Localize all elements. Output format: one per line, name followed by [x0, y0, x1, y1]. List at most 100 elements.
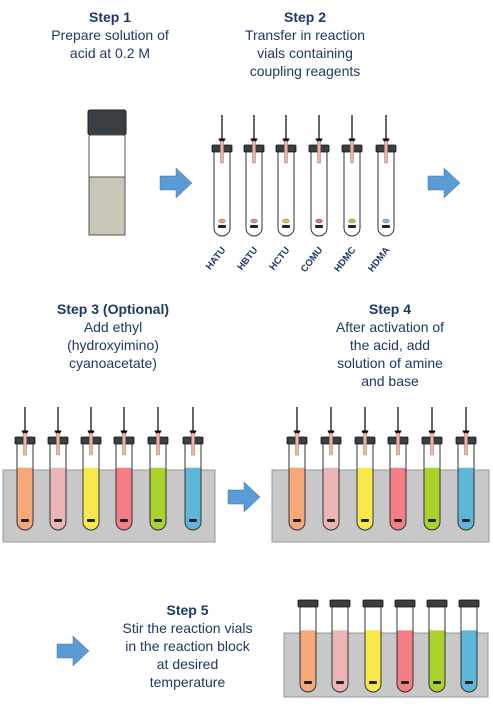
needle — [56, 432, 60, 456]
vial-step4-1 — [286, 407, 308, 531]
step-3-line-2: (hydroxyimino) — [67, 337, 159, 353]
reaction-block-step3 — [2, 469, 216, 543]
vial-solution — [357, 467, 373, 530]
step-5-line-2: in the reaction block — [125, 638, 250, 654]
vial-cap — [426, 599, 448, 608]
vial-solution — [429, 630, 445, 692]
vial-solution — [17, 467, 33, 530]
arrow-step1-to-step2 — [159, 167, 193, 199]
vial-step5-3 — [362, 599, 384, 693]
step-4-line-4: and base — [361, 373, 419, 389]
vial-solution — [397, 630, 413, 692]
vial-cap — [329, 599, 351, 608]
vial-step3-1 — [14, 407, 36, 531]
vial-outline — [299, 605, 317, 693]
vial-step2-6 — [375, 115, 397, 237]
needle — [23, 432, 27, 456]
vial-outline — [389, 442, 407, 531]
needle — [317, 140, 321, 164]
step-1-text: Step 1 Prepare solution of acid at 0.2 M — [35, 8, 185, 62]
needle — [329, 432, 333, 456]
vial-step3-3 — [80, 407, 102, 531]
vial-cap — [458, 599, 480, 608]
vial-solution — [116, 467, 132, 530]
vial-outline — [115, 442, 133, 531]
reagent-label-hctu: HCTU — [267, 245, 292, 273]
stir-bar — [54, 519, 62, 522]
reagent-solid — [250, 218, 258, 224]
vial-step2-3 — [275, 115, 297, 237]
needle — [396, 432, 400, 456]
stir-bar — [218, 225, 226, 228]
vial-glass — [277, 150, 295, 237]
vial-step4-4 — [387, 407, 409, 531]
bottle-cap — [87, 109, 127, 136]
vial-outline — [423, 442, 441, 531]
stir-bar — [428, 519, 436, 522]
vial-solution — [390, 467, 406, 530]
step-3-line-1: Add ethyl — [83, 319, 143, 335]
step-5-line-1: Stir the reaction vials — [122, 620, 253, 636]
vial-step3-2 — [47, 407, 69, 531]
vial-outline — [457, 442, 475, 531]
stir-bar — [361, 519, 369, 522]
vial-solution — [424, 467, 440, 530]
vial-step3-5 — [147, 407, 169, 531]
vial-solution — [289, 467, 305, 530]
step-2-text: Step 2 Transfer in reaction vials contai… — [225, 8, 385, 80]
needle — [350, 140, 354, 164]
step-4-line-3: solution of amine — [337, 355, 443, 371]
stir-bar — [282, 225, 290, 228]
step-2-title: Step 2 — [283, 9, 326, 25]
bottle-solution — [88, 176, 126, 236]
needle — [89, 432, 93, 456]
vial-outline — [49, 442, 67, 531]
vial-cap — [394, 599, 416, 608]
step-4-text: Step 4 After activation of the acid, add… — [310, 300, 470, 390]
stir-bar — [21, 519, 29, 522]
vial-glass — [213, 150, 231, 237]
reaction-block-step5 — [283, 632, 489, 698]
stir-bar — [348, 225, 356, 228]
reagent-solid — [218, 218, 226, 224]
stir-bar — [462, 519, 470, 522]
stir-bar — [250, 225, 258, 228]
vial-glass — [310, 150, 328, 237]
vial-outline — [331, 605, 349, 693]
step-5-text: Step 5 Stir the reaction vials in the re… — [100, 601, 275, 691]
reagent-solid — [348, 218, 356, 224]
reagent-label-hbtu: HBTU — [235, 245, 260, 273]
vial-solution — [332, 630, 348, 692]
vial-glass — [377, 150, 395, 237]
vial-solution — [150, 467, 166, 530]
arrow-step4-to-step5 — [56, 635, 90, 667]
step-4-line-1: After activation of — [335, 319, 445, 335]
stir-bar — [315, 225, 323, 228]
acid-solution-bottle — [87, 109, 127, 236]
step-2-line-1: Transfer in reaction — [244, 27, 366, 43]
arrow-step3-to-step4 — [227, 481, 261, 513]
vial-solution — [323, 467, 339, 530]
step-1-title: Step 1 — [88, 9, 131, 25]
vial-step5-6 — [458, 599, 480, 693]
vial-solution — [365, 630, 381, 692]
stir-bar — [327, 519, 335, 522]
reagent-label-hdma: HDMA — [366, 245, 392, 274]
reagent-label-hatu: HATU — [204, 245, 229, 272]
step-3-line-3: cyanoacetate) — [69, 355, 157, 371]
stir-bar — [154, 519, 162, 522]
vial-outline — [184, 442, 202, 531]
reaction-block-step4 — [271, 469, 490, 543]
arrow-step2-to-step3 — [427, 167, 461, 199]
step-2-line-3: coupling reagents — [249, 63, 361, 79]
vial-outline — [364, 605, 382, 693]
reagent-solid — [315, 218, 323, 224]
vial-outline — [288, 442, 306, 531]
stir-bar — [369, 681, 377, 684]
step-5-title: Step 5 — [166, 602, 209, 618]
vial-glass — [343, 150, 361, 237]
step-3-title: Step 3 (Optional) — [57, 301, 169, 317]
stir-bar — [465, 681, 473, 684]
vial-step5-2 — [329, 599, 351, 693]
vial-step4-5 — [421, 407, 443, 531]
